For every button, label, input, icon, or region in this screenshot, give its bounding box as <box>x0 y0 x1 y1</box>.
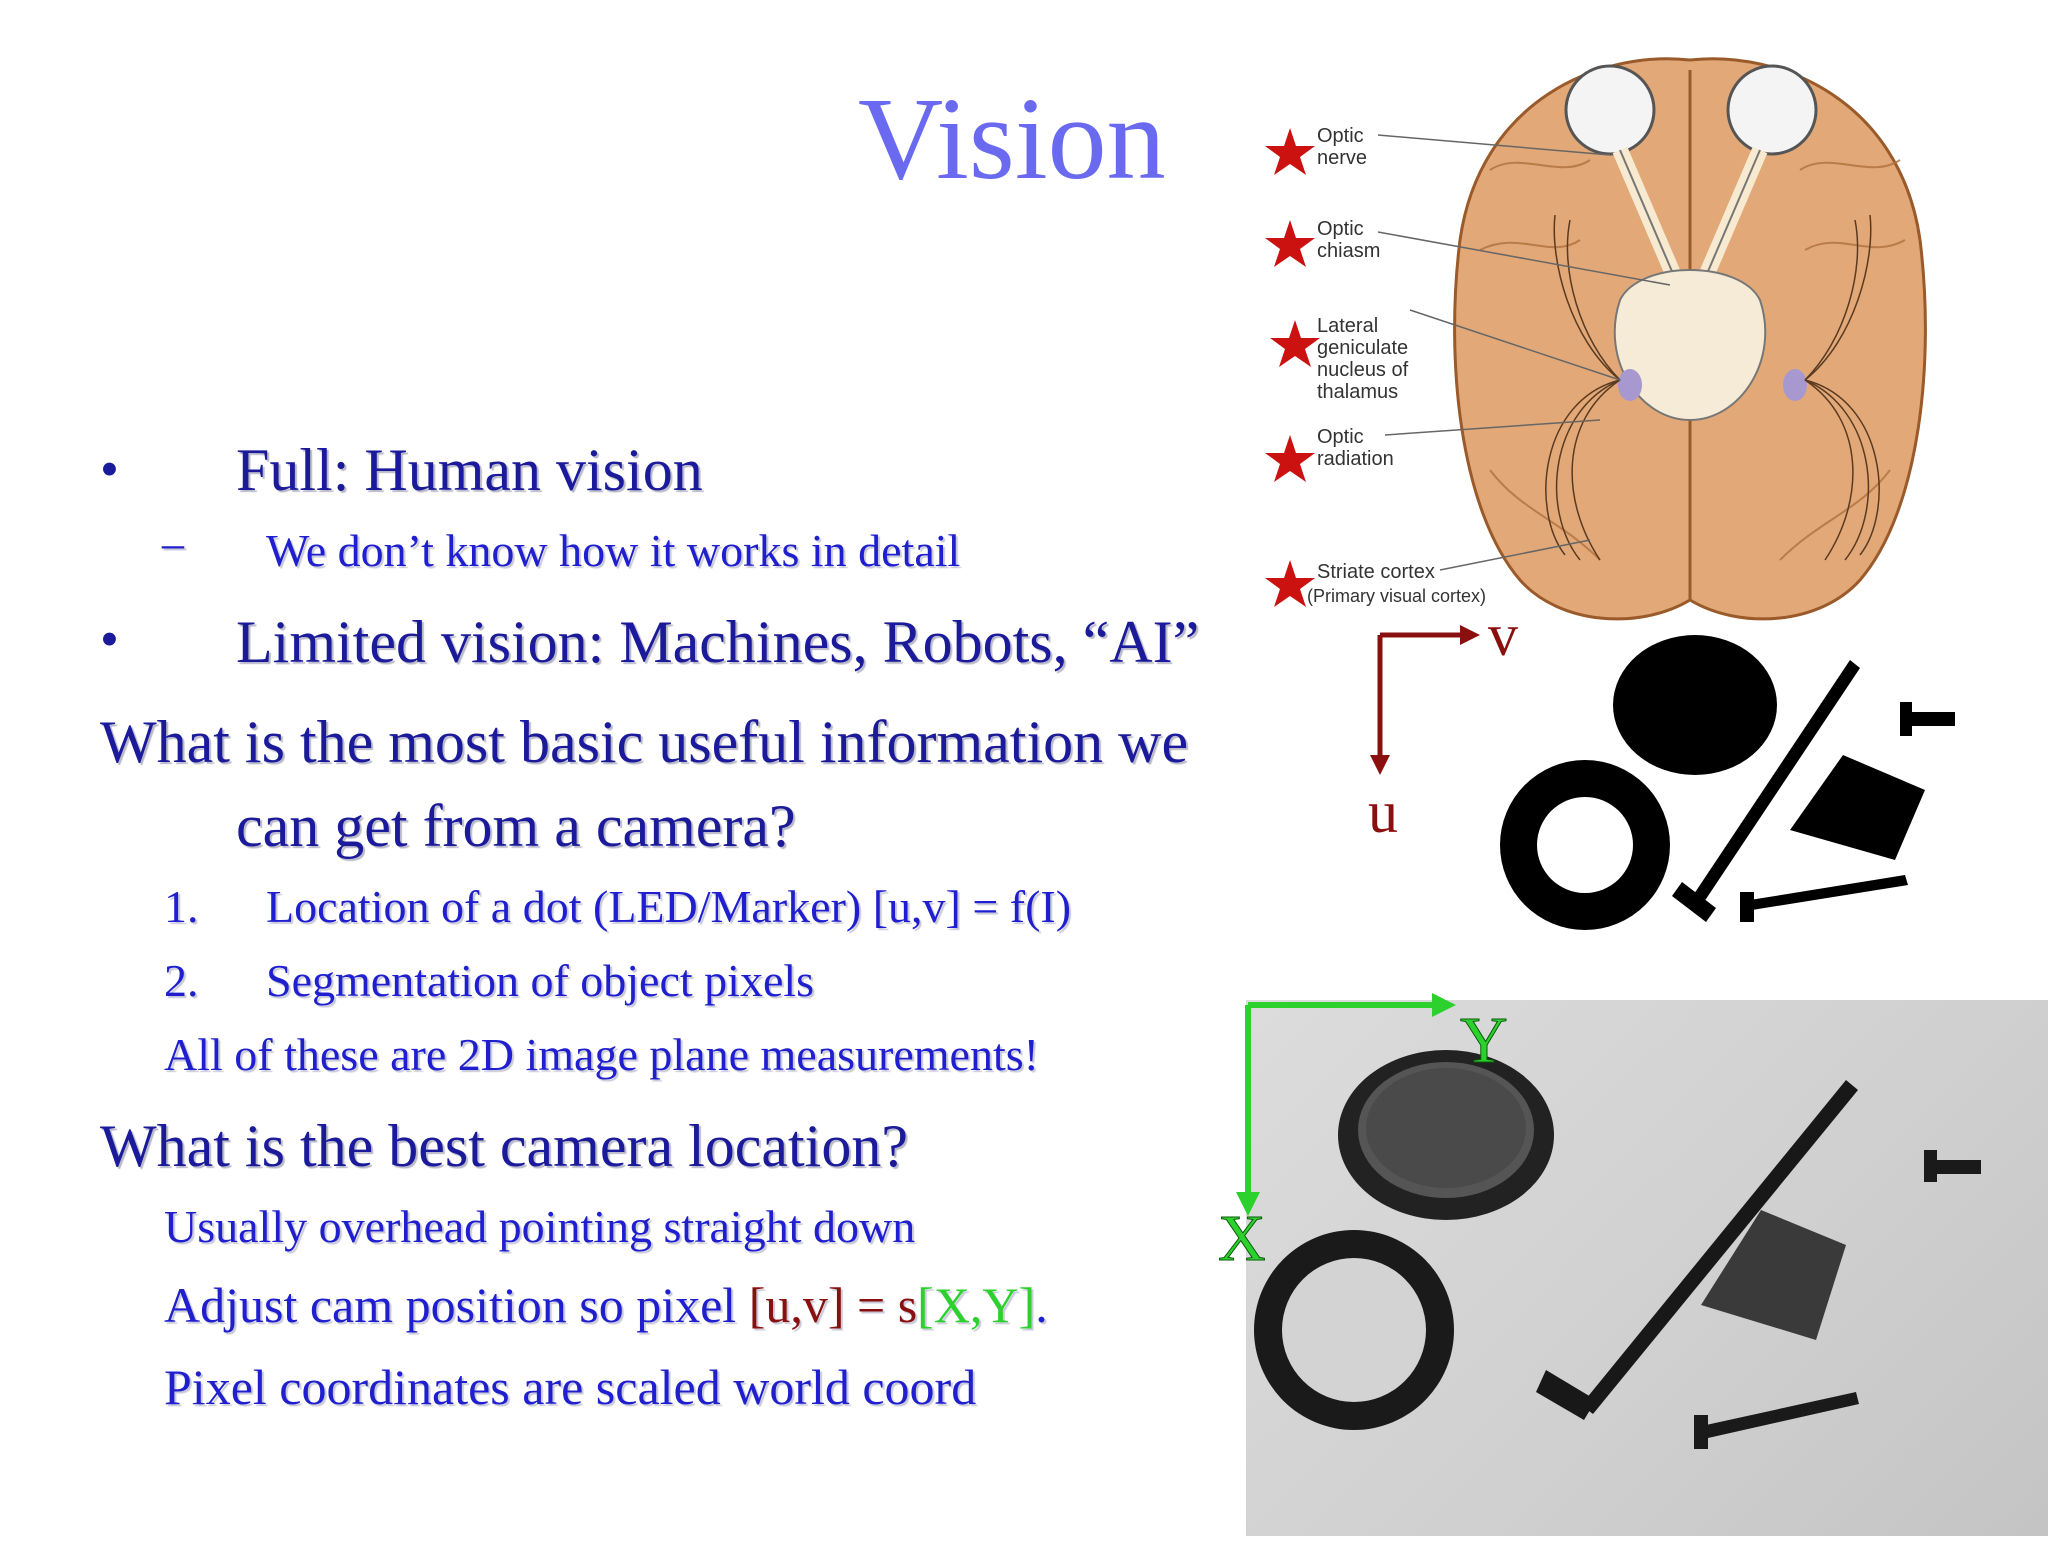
left-lgn <box>1618 369 1642 401</box>
note-2d-measurements: All of these are 2D image plane measurem… <box>164 1029 1039 1080</box>
axis-label-Y: Y <box>1460 1004 1508 1077</box>
axis-label-u: u <box>1368 779 1398 845</box>
question-basic-info-line2: can get from a camera? <box>236 793 796 859</box>
sub-adjust-cam: Adjust cam position so pixel [u,v] = s[X… <box>164 1280 1048 1330</box>
label-geniculate: geniculate <box>1317 337 1408 359</box>
label-nerve: nerve <box>1317 147 1367 169</box>
blob-square <box>1790 755 1925 860</box>
item-number-1: 1. <box>164 881 199 932</box>
blob-short-screw <box>1750 875 1908 910</box>
slide-title: Vision <box>858 73 1166 204</box>
camera-grayscale-image <box>1246 1000 2048 1536</box>
item-segmentation: Segmentation of object pixels <box>266 955 815 1006</box>
sub-bullet-dont-know: We don’t know how it works in detail <box>266 525 961 576</box>
axis-label-X: X <box>1218 1202 1266 1275</box>
question-camera-location: What is the best camera location? <box>100 1113 908 1179</box>
left-eye-icon <box>1564 64 1656 156</box>
segmented-binary-image: v u <box>1368 610 1955 930</box>
xy-term: [X,Y] <box>917 1277 1036 1333</box>
blob-disc <box>1613 635 1777 775</box>
star-icon <box>1270 320 1320 367</box>
item-location-dot: Location of a dot (LED/Marker) [u,v] = f… <box>266 881 1072 932</box>
sub-overhead: Usually overhead pointing straight down <box>164 1201 916 1252</box>
item-number-2: 2. <box>164 955 199 1006</box>
sub-pixel-coords: Pixel coordinates are scaled world coord <box>164 1359 977 1415</box>
axis-label-v: v <box>1488 610 1518 668</box>
right-lgn <box>1783 369 1807 401</box>
label-radiation: radiation <box>1317 448 1394 470</box>
bullet-limited-vision: Limited vision: Machines, Robots, “AI” <box>236 609 1200 675</box>
brain-visual-pathway-diagram: Optic nerve Optic chiasm Lateral genicul… <box>1265 57 1927 621</box>
star-markers <box>1265 128 1320 607</box>
star-icon <box>1265 560 1315 607</box>
label-optic-2: Optic <box>1317 218 1364 240</box>
label-primary-visual-cortex: (Primary visual cortex) <box>1307 586 1486 606</box>
camera-image-objects <box>1254 1050 1981 1449</box>
object-long-screw <box>1581 1080 1858 1414</box>
question-basic-info-line1: What is the most basic useful informatio… <box>100 709 1189 775</box>
blob-small-screw <box>1910 712 1955 726</box>
label-optic-3: Optic <box>1317 426 1364 448</box>
star-icon <box>1265 220 1315 267</box>
bullet-full-human-vision: Full: Human vision <box>236 437 703 503</box>
object-short-screw <box>1706 1392 1859 1438</box>
sub-bullet-marker: – <box>162 519 184 568</box>
star-icon <box>1265 128 1315 175</box>
adjust-prefix: Adjust cam position so pixel <box>164 1277 749 1333</box>
right-eye-icon <box>1726 64 1818 156</box>
label-thalamus: thalamus <box>1317 381 1398 403</box>
label-striate-cortex: Striate cortex <box>1317 561 1435 583</box>
world-axes: Y X <box>1218 993 1508 1276</box>
uv-term: [u,v] <box>748 1277 845 1333</box>
bullet-marker: • <box>100 439 119 499</box>
period: . <box>1035 1277 1048 1333</box>
label-lateral: Lateral <box>1317 315 1378 337</box>
blob-long-screw <box>1690 660 1860 908</box>
label-chiasm: chiasm <box>1317 240 1380 262</box>
label-optic: Optic <box>1317 125 1364 147</box>
label-nucleus-of: nucleus of <box>1317 359 1409 381</box>
object-square-plate <box>1701 1210 1846 1340</box>
object-small-screw <box>1936 1160 1981 1174</box>
bullet-marker-2: • <box>100 609 119 669</box>
star-icon <box>1265 435 1315 482</box>
equals-s: = s <box>844 1277 918 1333</box>
